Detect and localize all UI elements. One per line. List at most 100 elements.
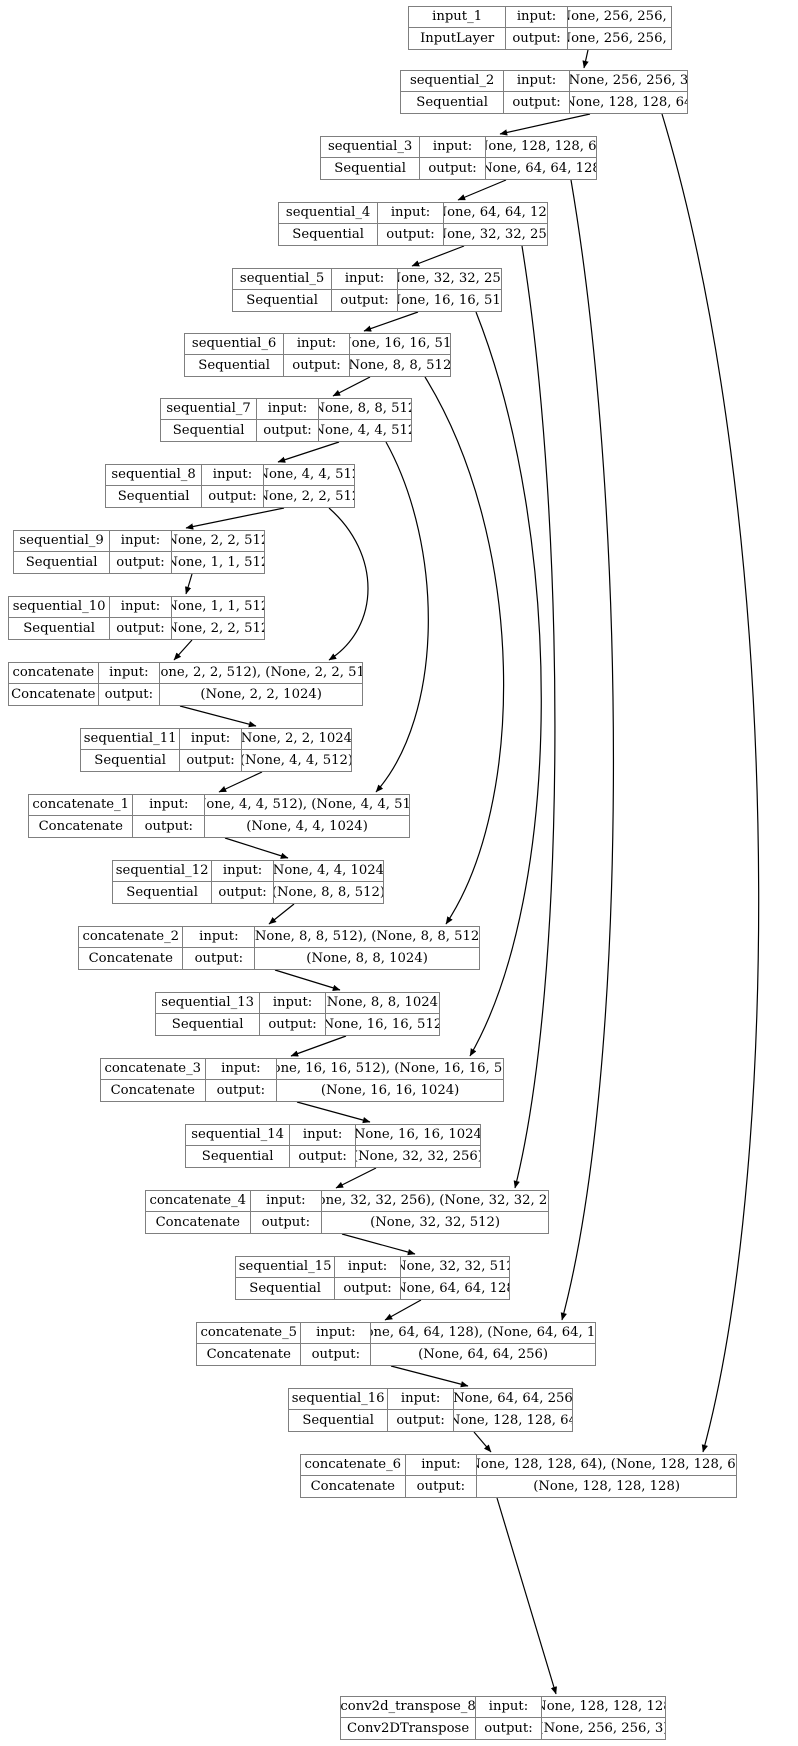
edge-sequential_14-to-concatenate_4	[335, 1167, 377, 1189]
input-shape: (None, 32, 32, 512)	[400, 1259, 509, 1275]
input-label: input:	[260, 993, 326, 1013]
layer-class: Concatenate	[197, 1344, 302, 1365]
edge-sequential_13-to-concatenate_3	[290, 1035, 347, 1057]
edge-sequential_4-to-concatenate_4	[513, 245, 556, 1189]
output-label: output:	[180, 750, 242, 771]
edge-sequential_7-to-concatenate_1	[375, 441, 429, 793]
output-label: output:	[420, 158, 486, 179]
output-shape: (None, 128, 128, 64)	[569, 94, 687, 110]
edge-sequential_4-to-sequential_5	[411, 245, 465, 267]
input-shape: (None, 4, 4, 512)	[264, 467, 354, 483]
output-shape: (None, 128, 128, 64)	[453, 1412, 572, 1428]
output-shape: (None, 4, 4, 512)	[241, 752, 352, 768]
edge-sequential_5-to-sequential_6	[363, 311, 419, 332]
edge-concatenate_4-to-sequential_15	[341, 1233, 416, 1256]
output-label: output:	[290, 1146, 356, 1167]
input-label: input:	[257, 399, 319, 419]
output-label: output:	[206, 1080, 278, 1101]
output-label: output:	[506, 28, 568, 49]
input-shape: [(None, 32, 32, 256), (None, 32, 32, 256…	[322, 1193, 548, 1209]
input-shape: (None, 1, 1, 512)	[171, 599, 264, 615]
output-label: output:	[251, 1212, 323, 1233]
layer-name: sequential_12	[113, 861, 213, 881]
output-label: output:	[378, 224, 444, 245]
output-shape: (None, 16, 16, 512)	[325, 1016, 439, 1032]
edge-sequential_6-to-sequential_7	[332, 376, 371, 397]
layer-name: sequential_4	[279, 203, 379, 223]
layer-class: Sequential	[236, 1278, 336, 1299]
input-shape: [(None, 16, 16, 512), (None, 16, 16, 512…	[277, 1061, 503, 1077]
output-shape: (None, 32, 32, 256)	[355, 1148, 480, 1164]
edge-concatenate-to-sequential_11	[179, 705, 257, 728]
layer-name: concatenate_5	[197, 1323, 302, 1343]
output-shape: (None, 4, 4, 1024)	[246, 818, 368, 834]
edge-sequential_12-to-concatenate_2	[268, 903, 295, 925]
input-label: input:	[133, 795, 206, 815]
layer-class: Sequential	[185, 355, 285, 376]
layer-name: concatenate_4	[146, 1191, 251, 1211]
layer-name: sequential_15	[236, 1257, 336, 1277]
output-shape: (None, 8, 8, 512)	[273, 884, 384, 900]
layer-class: Concatenate	[79, 948, 184, 969]
input-label: input:	[251, 1191, 323, 1211]
output-label: output:	[99, 684, 161, 705]
edge-concatenate_1-to-sequential_12	[224, 837, 289, 859]
layer-class: Sequential	[279, 224, 379, 245]
layer-class: Sequential	[9, 618, 111, 639]
layer-class: Sequential	[233, 290, 333, 311]
layer-name: sequential_7	[161, 399, 258, 419]
edge-sequential_7-to-sequential_8	[277, 441, 340, 463]
output-label: output:	[388, 1410, 454, 1431]
output-label: output:	[335, 1278, 401, 1299]
edge-sequential_2-to-sequential_3	[499, 113, 591, 136]
input-shape: [(None, 2, 2, 512), (None, 2, 2, 512)]	[160, 665, 363, 681]
input-label: input:	[378, 203, 444, 223]
output-label: output:	[332, 290, 398, 311]
edge-concatenate_6-to-conv2d_transpose_8	[496, 1497, 557, 1695]
layer-name: sequential_6	[185, 334, 285, 354]
input-shape: [(None, 64, 64, 128), (None, 64, 64, 128…	[371, 1325, 595, 1341]
output-shape: [(None, 256, 256, 3)]	[568, 30, 671, 46]
